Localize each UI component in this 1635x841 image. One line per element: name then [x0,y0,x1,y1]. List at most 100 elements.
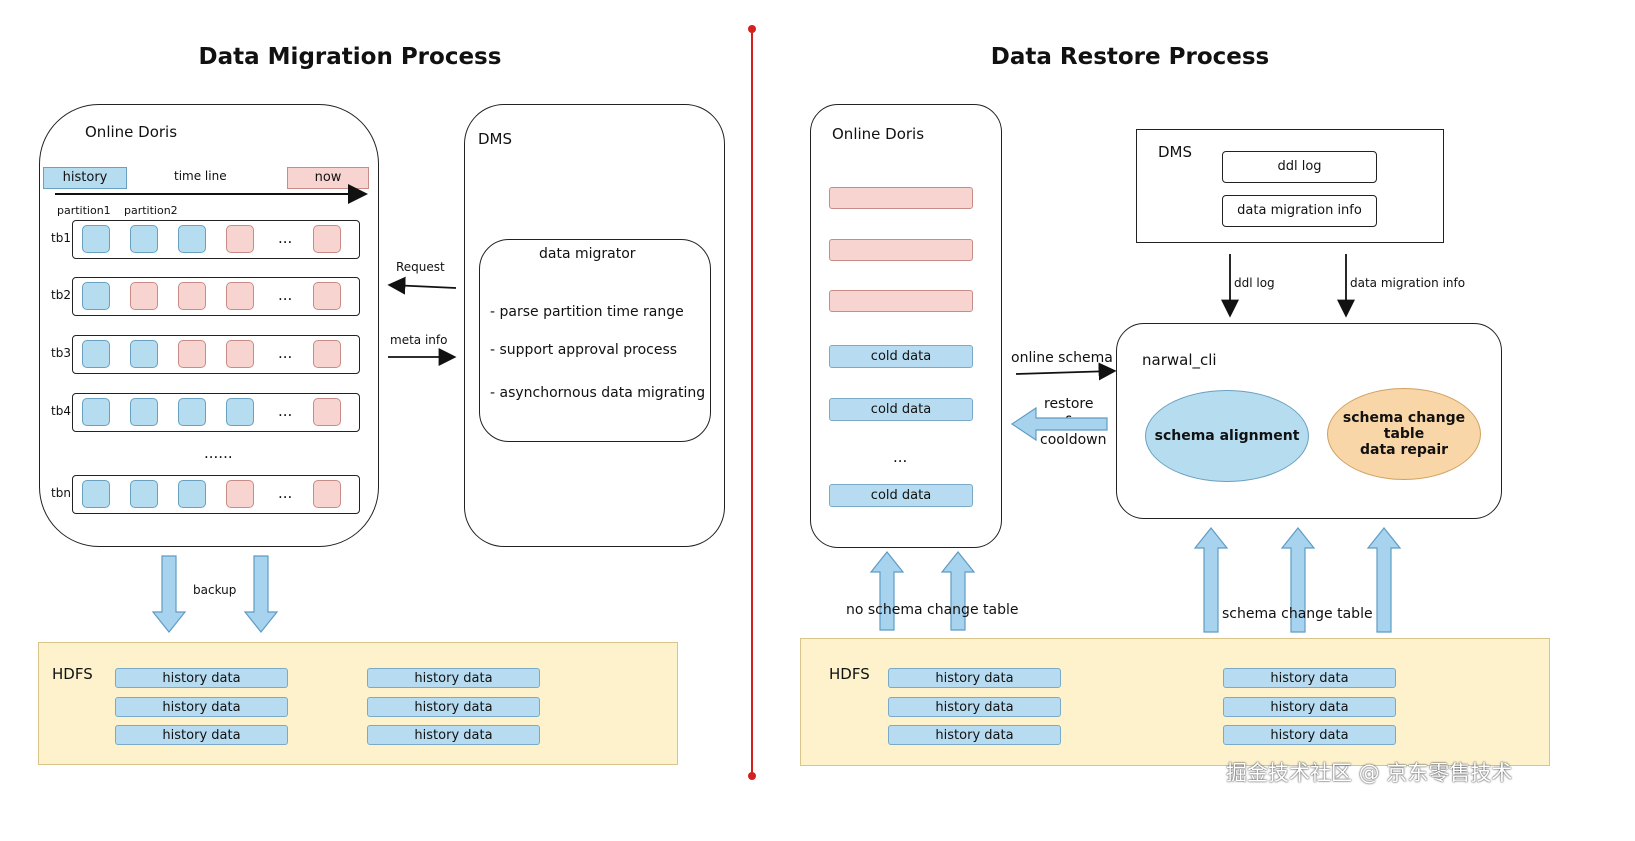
hot-data-bar [829,290,973,312]
restore-cooldown-arrow [1010,406,1108,442]
history-partition [130,225,158,253]
recent-partition [130,282,158,310]
timeline-label: time line [174,169,227,183]
schema-change-arrow-up [1193,527,1229,633]
online-doris-label: Online Doris [85,123,178,141]
history-partition [226,398,254,426]
row-ellipsis: ... [278,344,293,362]
ddl-log-arrow-label: ddl log [1234,276,1275,290]
dms-label: DMS [478,130,513,148]
restore-label: restore [1044,396,1094,412]
recent-partition [226,340,254,368]
row-ellipsis: ... [278,286,293,304]
table-row [72,393,360,432]
divider-top-dot [748,25,756,33]
cold-data-bar: cold data [829,484,973,507]
partition1-label: partition1 [57,204,111,217]
migrator-feature-2: - support approval process [490,342,678,358]
hdfs-left-bar: history data [367,668,540,688]
request-arrow [387,276,457,295]
no-schema-change-arrow-up [869,551,905,631]
cooldown-label: cooldown [1040,432,1107,448]
hdfs-left-label: HDFS [52,665,93,683]
hdfs-right-bar: history data [1223,725,1396,745]
row-ellipsis: ... [278,402,293,420]
repair-line-1: schema change table [1342,410,1466,442]
table-row [72,335,360,374]
recent-partition [313,480,341,508]
no-schema-change-label: no schema change table [846,602,1019,618]
request-label: Request [396,260,445,274]
history-partition [82,282,110,310]
hdfs-right-bar: history data [1223,668,1396,688]
migrator-feature-3: - asynchornous data migrating [490,385,706,401]
repair-line-2: data repair [1359,442,1449,458]
online-schema-arrow [1015,362,1117,381]
table-row-label: tb1 [51,231,71,245]
history-partition [178,225,206,253]
row-ellipsis: ... [278,229,293,247]
table-row-label: tb4 [51,404,71,418]
history-partition [130,340,158,368]
schema-alignment-ellipse: schema alignment [1145,390,1309,482]
backup-label: backup [193,583,237,597]
data-migrator-title: data migrator [539,246,636,262]
cold-data-bar: cold data [829,345,973,368]
recent-partition [313,282,341,310]
no-schema-change-arrow-up [940,551,976,631]
table-row-label: tb3 [51,346,71,360]
meta-info-label: meta info [390,333,448,347]
history-partition [178,398,206,426]
hot-data-bar [829,187,973,209]
online-schema-label: online schema [1011,350,1113,366]
history-tag: history [43,167,127,189]
history-partition [82,480,110,508]
schema-change-repair-ellipse: schema change table data repair [1327,388,1481,480]
backup-arrow-down [151,555,187,633]
data-migrator-box [479,239,711,442]
row-ellipsis: ... [278,484,293,502]
ddl-log-item: ddl log [1222,151,1377,183]
hdfs-right-bar: history data [1223,697,1396,717]
table-row-label: tb2 [51,288,71,302]
hot-data-bar [829,239,973,261]
table-row-label: tbn [51,486,71,500]
cold-data-ellipsis: ... [893,448,908,466]
hdfs-left-bar: history data [367,725,540,745]
hdfs-left-bar: history data [115,725,288,745]
backup-arrow-down [243,555,279,633]
partition2-label: partition2 [124,204,178,217]
history-partition [82,340,110,368]
rows-vertical-ellipsis: ...... [204,444,233,462]
recent-partition [313,398,341,426]
history-partition [178,480,206,508]
recent-partition [226,225,254,253]
narwal-cli-label: narwal_cli [1142,351,1217,369]
recent-partition [226,480,254,508]
migration-info-item: data migration info [1222,195,1377,227]
divider-bottom-dot [748,772,756,780]
table-row [72,475,360,514]
recent-partition [178,340,206,368]
schema-change-arrow-up [1280,527,1316,633]
schema-change-arrow-up [1366,527,1402,633]
recent-partition [226,282,254,310]
restore-dms-label: DMS [1158,143,1193,161]
migration-title: Data Migration Process [198,44,502,70]
watermark: 掘金技术社区 @ 京东零售技术 [1226,761,1513,785]
migration-info-arrow-label: data migration info [1350,276,1466,290]
recent-partition [313,225,341,253]
hdfs-left-bar: history data [367,697,540,717]
table-row [72,220,360,259]
hdfs-right-bar: history data [888,668,1061,688]
restore-online-doris-container [810,104,1002,548]
cold-data-bar: cold data [829,398,973,421]
now-tag: now [287,167,369,189]
hdfs-left-bar: history data [115,668,288,688]
migrator-feature-1: - parse partition time range [490,304,684,320]
table-row [72,277,360,316]
hdfs-right-label: HDFS [829,665,870,683]
history-partition [130,398,158,426]
history-partition [82,225,110,253]
